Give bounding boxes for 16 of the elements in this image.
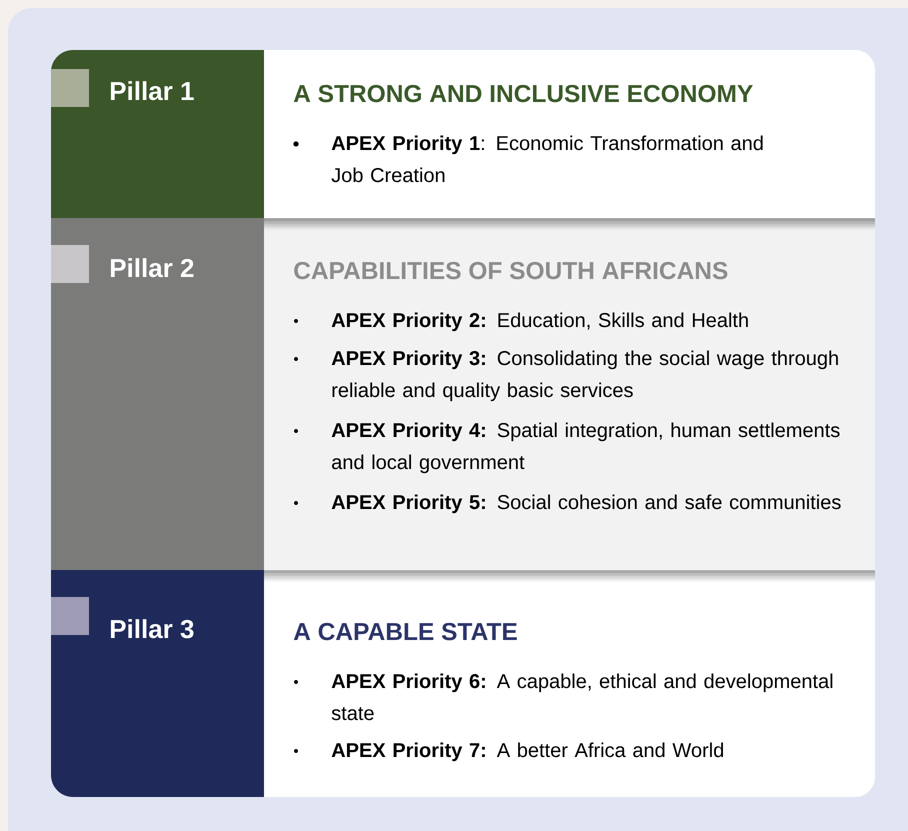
bullet-item: APEX Priority 5: Social cohesion and safe communities bbox=[294, 494, 841, 514]
heading-text: A STRONG AND INCLUSIVE ECONOMY bbox=[294, 84, 753, 102]
bullet-item: APEX Priority 3: Consolidating the social wage through reliable and quality basic services bbox=[294, 350, 838, 402]
pillar-tab: Pillar 1 bbox=[51, 50, 264, 218]
pillar-panel bbox=[264, 570, 875, 797]
heading-text: CAPABILITIES OF SOUTH AFRICANS bbox=[294, 262, 728, 280]
bullet-item: APEX Priority 1: Economic Transformation and Job Creation bbox=[293, 136, 763, 182]
heading-text: A CAPABLE STATE bbox=[294, 622, 517, 640]
pillar-tab: Pillar 2 bbox=[51, 218, 264, 570]
pillar-tab: Pillar 3 bbox=[51, 570, 264, 797]
bullet-item: APEX Priority 4: Spatial integration, human settlements and local government bbox=[294, 422, 840, 474]
bullet-item: APEX Priority 2: Education, Skills and Health bbox=[294, 312, 748, 332]
bullet-item: APEX Priority 7: A better Africa and World bbox=[294, 742, 724, 762]
pillar-panel bbox=[264, 50, 875, 218]
bullet-item: APEX Priority 6: A capable, ethical and developmental state bbox=[294, 674, 832, 720]
pillar-panel bbox=[264, 218, 875, 570]
